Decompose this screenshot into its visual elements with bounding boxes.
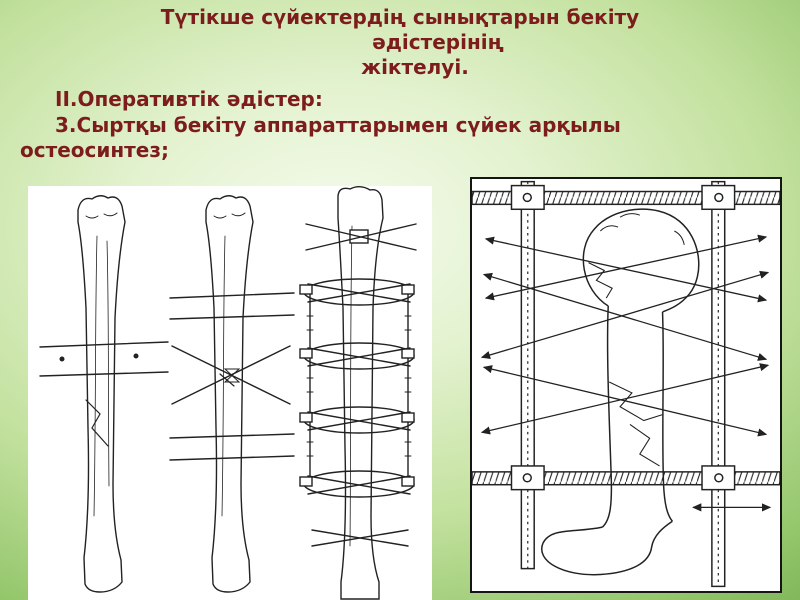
title-line-1: Түтікше сүйектердің сынықтарын бекіту: [160, 5, 640, 29]
bone-fixation-illustration-left: [28, 186, 432, 600]
rod-frame-fixator-drawing: [472, 179, 780, 591]
title-line-3: жіктелуі.: [361, 55, 469, 79]
bone-fixation-illustration-right: [470, 177, 782, 593]
body-line-2: 3.Сыртқы бекіту аппараттарымен сүйек арқ…: [55, 112, 621, 137]
bones-with-pins-and-ring-fixator-drawing: [28, 186, 432, 600]
body-line-3: остеосинтез;: [20, 138, 169, 163]
slide-body-text: II.Оперативтік әдістер: 3.Сыртқы бекіту …: [20, 87, 780, 164]
slide-title: Түтікше сүйектердің сынықтарын бекіту әд…: [0, 5, 800, 80]
title-line-2: әдістерінің: [372, 30, 504, 54]
body-line-1: II.Оперативтік әдістер:: [55, 87, 323, 111]
